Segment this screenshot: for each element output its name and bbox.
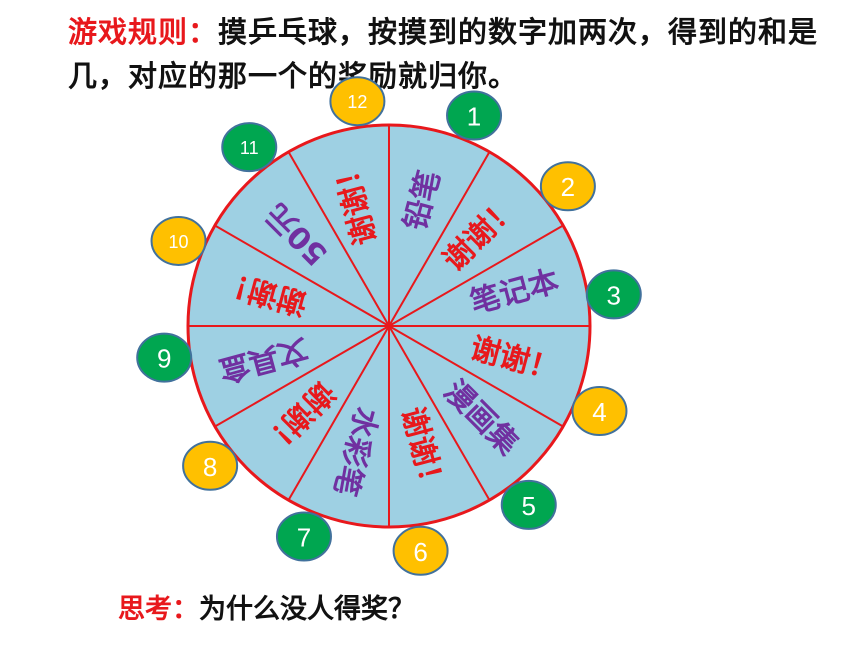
think-text: 为什么没人得奖？ bbox=[199, 594, 415, 625]
number-ball: 3 bbox=[585, 269, 642, 320]
ball-shape bbox=[446, 90, 503, 141]
ball-shape bbox=[136, 332, 193, 383]
rules-label: 游戏规则： bbox=[68, 15, 219, 49]
sector-divider bbox=[388, 224, 564, 327]
number-ball: 5 bbox=[500, 479, 557, 530]
sector-divider bbox=[388, 151, 491, 327]
sector-divider bbox=[287, 325, 390, 501]
ball-number: 1 bbox=[467, 102, 481, 132]
number-ball: 8 bbox=[182, 440, 239, 491]
ball-number: 4 bbox=[592, 397, 606, 427]
sector-divider bbox=[388, 325, 491, 501]
number-ball: 12 bbox=[329, 76, 386, 127]
ball-number: 5 bbox=[522, 491, 536, 521]
ball-number: 9 bbox=[157, 344, 171, 374]
think-label: 思考： bbox=[118, 594, 199, 625]
rules-text: 摸乒乓球，按摸到的数字加两次，得到的和是几，对应的那一个的奖励就归你。 bbox=[68, 15, 819, 93]
ball-shape bbox=[571, 386, 628, 437]
ball-shape bbox=[500, 479, 557, 530]
number-ball: 4 bbox=[571, 386, 628, 437]
ball-number: 7 bbox=[297, 522, 311, 552]
ball-shape bbox=[539, 161, 596, 212]
ball-number: 6 bbox=[413, 537, 427, 567]
number-ball: 6 bbox=[392, 525, 449, 576]
number-ball: 1 bbox=[446, 90, 503, 141]
ball-shape bbox=[221, 122, 278, 173]
number-ball: 9 bbox=[136, 332, 193, 383]
ball-shape bbox=[182, 440, 239, 491]
ball-number: 2 bbox=[561, 172, 575, 202]
ball-number: 10 bbox=[169, 232, 189, 252]
think-question: 思考：为什么没人得奖？ bbox=[118, 590, 415, 630]
number-ball: 2 bbox=[539, 161, 596, 212]
ball-shape bbox=[329, 76, 386, 127]
ball-shape bbox=[150, 215, 207, 266]
number-ball: 11 bbox=[221, 122, 278, 173]
game-rules: 游戏规则：摸乒乓球，按摸到的数字加两次，得到的和是几，对应的那一个的奖励就归你。 bbox=[68, 10, 828, 98]
ball-number: 3 bbox=[607, 280, 621, 310]
ball-number: 8 bbox=[203, 452, 217, 482]
sector-divider bbox=[214, 224, 390, 327]
number-ball: 7 bbox=[275, 511, 332, 562]
sector-divider bbox=[388, 325, 564, 428]
ball-number: 11 bbox=[240, 138, 259, 158]
ball-number: 12 bbox=[347, 92, 367, 112]
ball-shape bbox=[275, 511, 332, 562]
ball-shape bbox=[392, 525, 449, 576]
number-ball: 10 bbox=[150, 215, 207, 266]
sector-divider bbox=[214, 325, 390, 428]
ball-shape bbox=[585, 269, 642, 320]
sector-divider bbox=[287, 151, 390, 327]
